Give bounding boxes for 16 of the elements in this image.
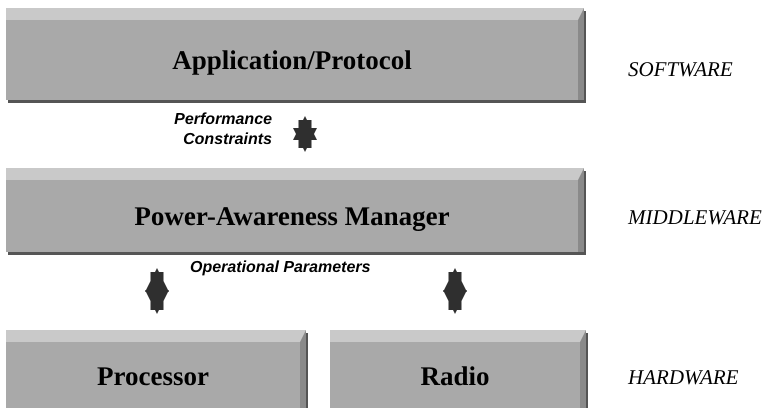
layer-block: [6, 330, 306, 408]
layer-label: SOFTWARE: [628, 56, 733, 83]
layer-block: [6, 168, 584, 252]
layer-block: [330, 330, 586, 408]
block-title: Processor: [97, 360, 209, 393]
edge-label: Operational Parameters: [190, 258, 372, 278]
block-title: Radio: [420, 360, 490, 393]
double-arrow: [443, 268, 467, 314]
edge-label: Performance Constraints: [173, 110, 272, 150]
double-arrow: [145, 268, 169, 314]
layer-label: HARDWARE: [628, 364, 738, 391]
block-title: Power-Awareness Manager: [134, 200, 450, 233]
layer-block: [6, 8, 584, 100]
double-arrow: [293, 116, 317, 152]
layer-label: MIDDLEWARE: [628, 204, 762, 231]
block-title: Application/Protocol: [172, 44, 412, 77]
